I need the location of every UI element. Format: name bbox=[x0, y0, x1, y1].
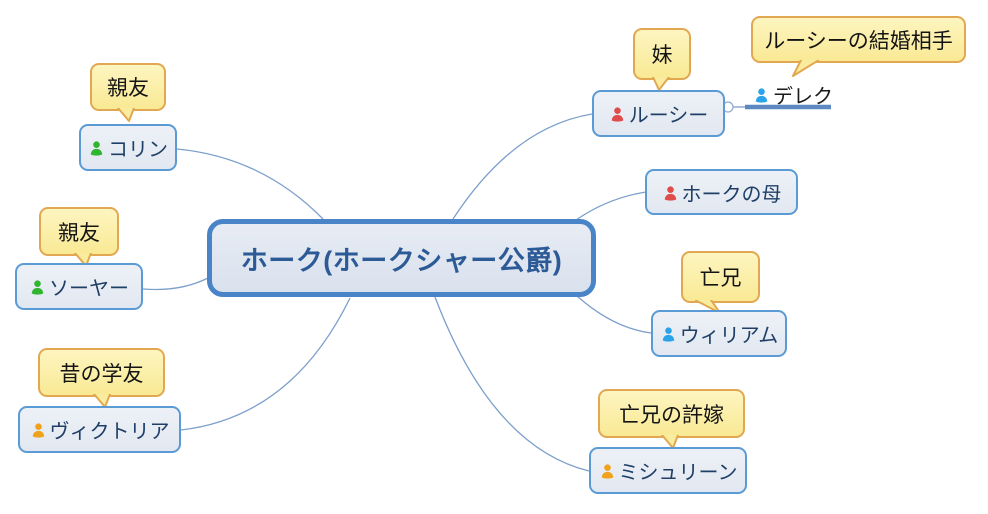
connector-curve-mother bbox=[575, 191, 647, 221]
callout-micheline-relation[interactable]: 亡兄の許嫁 bbox=[598, 389, 745, 449]
connector-curve-sawyer bbox=[142, 277, 209, 291]
callout-label: 亡兄 bbox=[699, 267, 742, 290]
callout-colin-relation[interactable]: 親友 bbox=[90, 63, 166, 122]
topic-label: ソーヤー bbox=[49, 278, 129, 300]
callout-tail-icon bbox=[117, 108, 135, 122]
orange-person-icon bbox=[601, 464, 613, 479]
topic-sawyer[interactable]: ソーヤー bbox=[15, 263, 143, 310]
callout-label: ルーシーの結婚相手 bbox=[764, 29, 953, 53]
callout-tail-icon bbox=[652, 77, 670, 91]
topic-label: ウィリアム bbox=[679, 325, 779, 347]
connector-curve-william bbox=[576, 295, 652, 334]
red-person-icon bbox=[611, 107, 623, 122]
connector-curve-colin bbox=[176, 148, 324, 220]
central-topic-hawk[interactable]: ホーク(ホークシャー公爵) bbox=[207, 219, 596, 297]
topic-label: ミシュリーン bbox=[618, 462, 738, 484]
green-person-icon bbox=[90, 141, 103, 156]
topic-label: コリン bbox=[108, 139, 168, 161]
callout-label: 親友 bbox=[58, 221, 100, 245]
topic-victoria[interactable]: ヴィクトリア bbox=[18, 406, 181, 453]
topic-micheline[interactable]: ミシュリーン bbox=[589, 447, 747, 494]
callout-tail-icon bbox=[792, 60, 819, 77]
topic-hawks-mother[interactable]: ホークの母 bbox=[645, 169, 798, 215]
topic-label: ヴィクトリア bbox=[49, 421, 170, 443]
callout-label: 親友 bbox=[107, 77, 149, 100]
topic-william[interactable]: ウィリアム bbox=[651, 310, 787, 357]
connector-curve-michelin bbox=[434, 296, 590, 472]
blue-person-icon bbox=[755, 88, 768, 103]
callout-sawyer-relation[interactable]: 親友 bbox=[39, 207, 119, 267]
connector-curve-victoria bbox=[180, 297, 351, 431]
blue-person-icon bbox=[662, 327, 674, 342]
callout-label: 亡兄の許嫁 bbox=[619, 403, 724, 427]
central-topic-label: ホーク(ホークシャー公爵) bbox=[240, 245, 563, 276]
topic-colin[interactable]: コリン bbox=[79, 124, 177, 171]
callout-label: 昔の学友 bbox=[59, 362, 144, 386]
topic-label: デレク bbox=[773, 86, 833, 108]
topic-label: ホークの母 bbox=[681, 183, 782, 206]
topic-lucy[interactable]: ルーシー bbox=[592, 90, 725, 137]
orange-person-icon bbox=[32, 423, 44, 438]
green-person-icon bbox=[31, 280, 44, 295]
red-person-icon bbox=[664, 185, 676, 201]
connector-curve-lucy bbox=[452, 113, 593, 220]
callout-label: 妹 bbox=[651, 44, 673, 67]
topic-derek[interactable]: デレク bbox=[753, 80, 833, 109]
callout-victoria-relation[interactable]: 昔の学友 bbox=[38, 348, 165, 408]
callout-derek-relation[interactable]: ルーシーの結婚相手 bbox=[751, 16, 966, 77]
callout-lucy-relation[interactable]: 妹 bbox=[633, 28, 691, 91]
topic-label: ルーシー bbox=[628, 105, 709, 127]
callout-william-relation[interactable]: 亡兄 bbox=[681, 251, 760, 314]
